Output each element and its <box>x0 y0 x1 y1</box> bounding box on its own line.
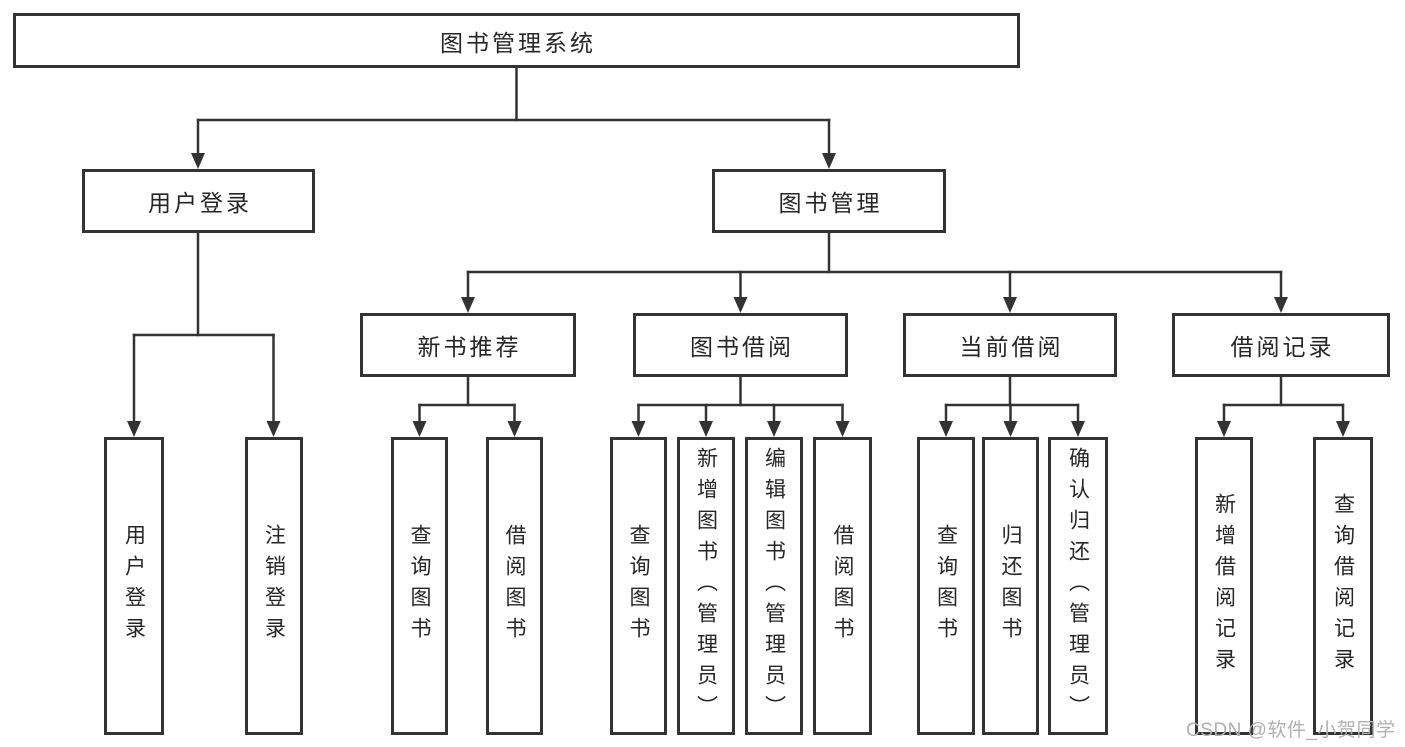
node-label: 图书管理系统 <box>440 29 596 56</box>
leaf-borrow-books-borrowing: 借阅图书 <box>813 437 872 735</box>
node-label: 归还图书 <box>999 524 1022 648</box>
leaf-borrow-books-recommend: 借阅图书 <box>486 437 543 735</box>
node-label: 编辑图书（管理员） <box>762 446 786 726</box>
node-label: 用户登录 <box>122 524 146 648</box>
watermark: CSDN @软件_小贺同学 <box>1186 720 1396 741</box>
node-label: 查询图书 <box>627 524 650 648</box>
leaf-add-books-admin: 新增图书（管理员） <box>677 437 735 735</box>
node-user-login: 用户登录 <box>82 169 315 233</box>
leaf-search-books-borrowing: 查询图书 <box>610 437 667 735</box>
node-label: 借阅图书 <box>831 524 854 648</box>
node-borrowing-records: 借阅记录 <box>1172 313 1390 377</box>
leaf-confirm-return-admin: 确认归还（管理员） <box>1048 437 1108 735</box>
leaf-return-books: 归还图书 <box>982 437 1039 735</box>
node-label: 新增图书（管理员） <box>694 446 718 726</box>
leaf-search-books-recommend: 查询图书 <box>391 437 448 735</box>
node-label: 用户登录 <box>148 190 252 216</box>
node-label: 查询图书 <box>934 524 958 648</box>
leaf-logout-login: 注销登录 <box>245 437 303 735</box>
node-book-borrowing: 图书借阅 <box>633 313 848 377</box>
node-label: 新增借阅记录 <box>1212 493 1236 679</box>
leaf-add-borrow-record: 新增借阅记录 <box>1195 437 1253 735</box>
leaf-search-borrow-record: 查询借阅记录 <box>1313 437 1373 735</box>
node-label: 图书借阅 <box>690 334 794 360</box>
leaf-user-login: 用户登录 <box>104 437 164 735</box>
node-label: 新书推荐 <box>417 334 522 360</box>
node-label: 查询图书 <box>408 524 431 648</box>
node-label: 借阅图书 <box>503 524 526 648</box>
leaf-search-books-current: 查询图书 <box>917 437 975 735</box>
node-current-borrowing: 当前借阅 <box>903 313 1117 377</box>
node-label: 确认归还（管理员） <box>1066 446 1090 726</box>
node-label: 图书管理 <box>778 190 883 216</box>
node-book-management: 图书管理 <box>712 169 946 233</box>
node-label: 查询借阅记录 <box>1331 493 1355 679</box>
leaf-edit-books-admin: 编辑图书（管理员） <box>745 437 803 735</box>
node-new-book-recommendation: 新书推荐 <box>360 313 576 377</box>
node-library-management-system: 图书管理系统 <box>13 13 1020 68</box>
node-label: 当前借阅 <box>959 334 1064 360</box>
node-label: 借阅记录 <box>1230 334 1335 360</box>
node-label: 注销登录 <box>262 524 286 648</box>
